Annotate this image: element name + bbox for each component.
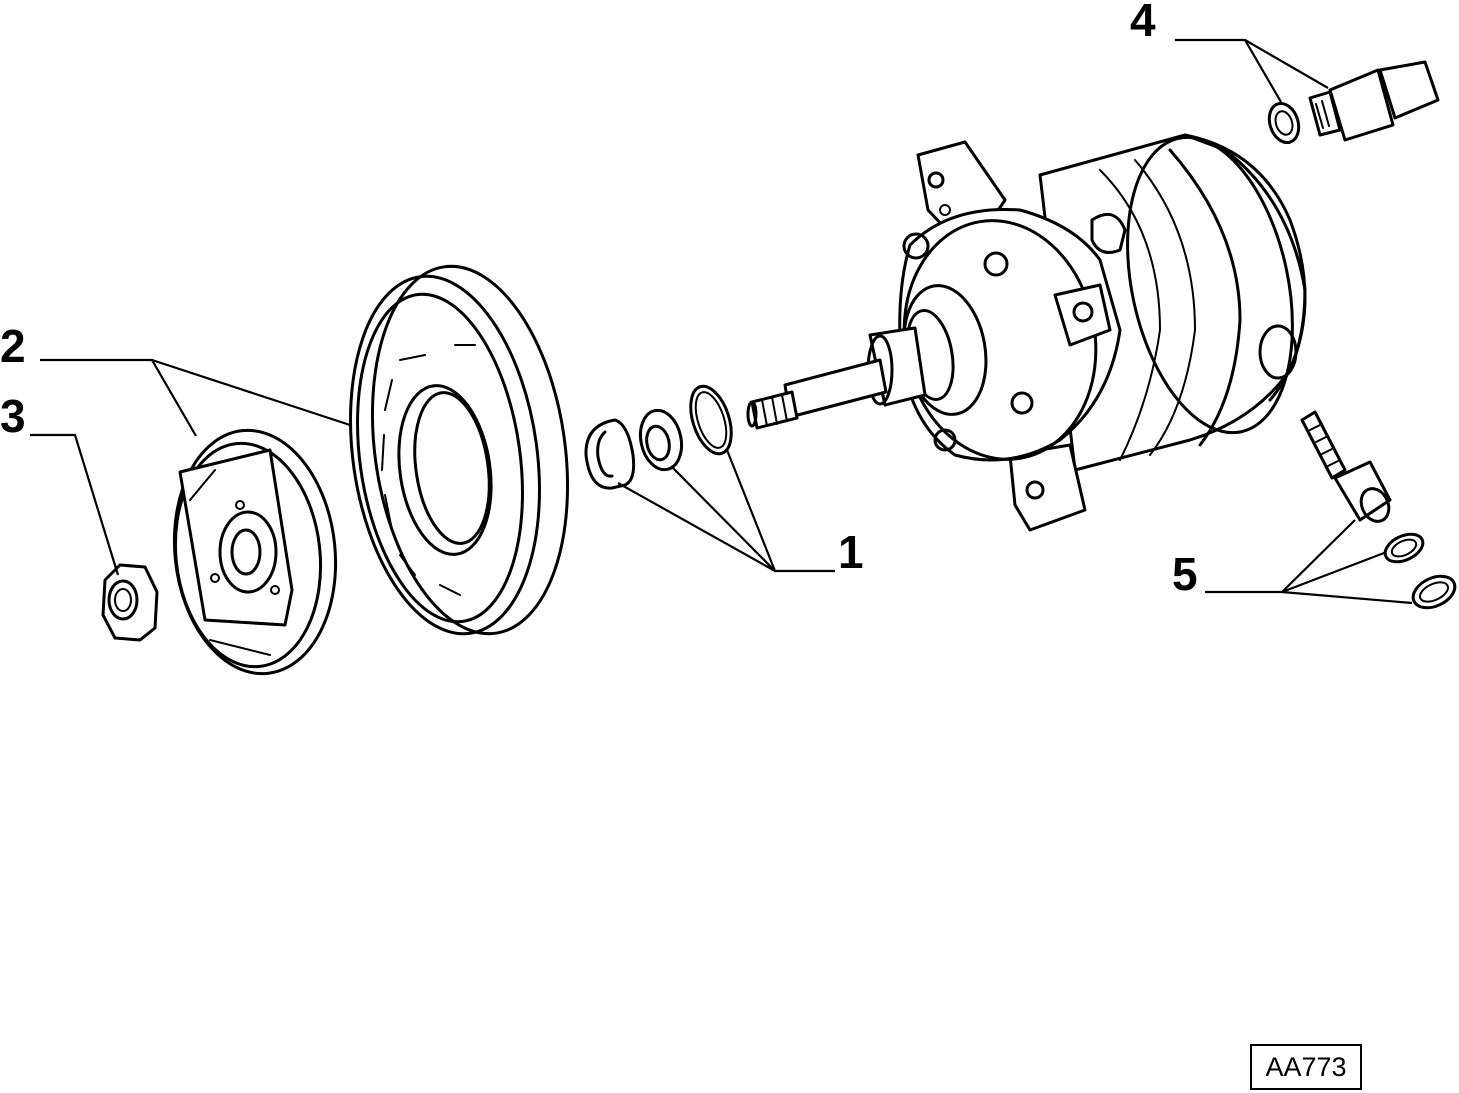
- compressor-shaft: [746, 358, 888, 430]
- leader-lines: [30, 38, 1413, 605]
- service-valve: [1300, 410, 1457, 610]
- clutch-plate: [172, 428, 338, 676]
- callout-2: 2: [0, 320, 26, 372]
- pressure-switch: [1267, 60, 1440, 145]
- callout-4: 4: [1130, 0, 1156, 46]
- callout-3: 3: [0, 390, 26, 442]
- reference-code-label: AA773: [1250, 1044, 1362, 1090]
- shim-and-bearing-set: [584, 384, 733, 490]
- hex-nut: [101, 563, 159, 642]
- callout-5: 5: [1172, 548, 1198, 600]
- pulley: [349, 264, 570, 636]
- compressor-body: [866, 133, 1307, 532]
- callout-1: 1: [838, 526, 864, 578]
